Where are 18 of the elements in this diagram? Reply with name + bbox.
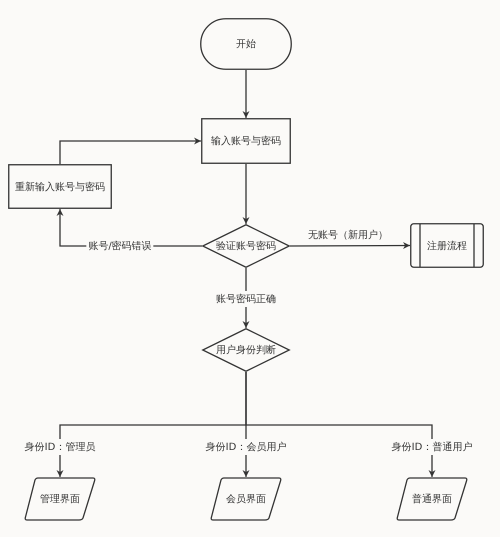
io-parallelogram: 管理界面 — [24, 477, 96, 521]
decision-diamond: 用户身份判断 — [202, 328, 290, 372]
process-box: 重新输入账号与密码 — [8, 164, 112, 209]
edge-label: 账号密码正确 — [214, 291, 278, 307]
process-box: 输入账号与密码 — [201, 118, 291, 164]
decision-diamond: 验证账号密码 — [202, 224, 290, 268]
edge-label: 身份ID：会员用户 — [204, 439, 288, 455]
io-parallelogram: 普通界面 — [396, 477, 468, 521]
arrow — [245, 372, 436, 477]
arrow — [242, 70, 250, 118]
arrow — [59, 138, 201, 164]
edge-label: 身份ID：普通用户 — [390, 439, 474, 455]
io-parallelogram: 会员界面 — [210, 477, 282, 521]
edge-label: 身份ID：管理员 — [22, 439, 98, 455]
arrow — [290, 242, 410, 250]
arrow — [242, 164, 250, 224]
subprocess-box: 注册流程 — [410, 223, 484, 268]
start-terminal: 开始 — [200, 18, 292, 70]
